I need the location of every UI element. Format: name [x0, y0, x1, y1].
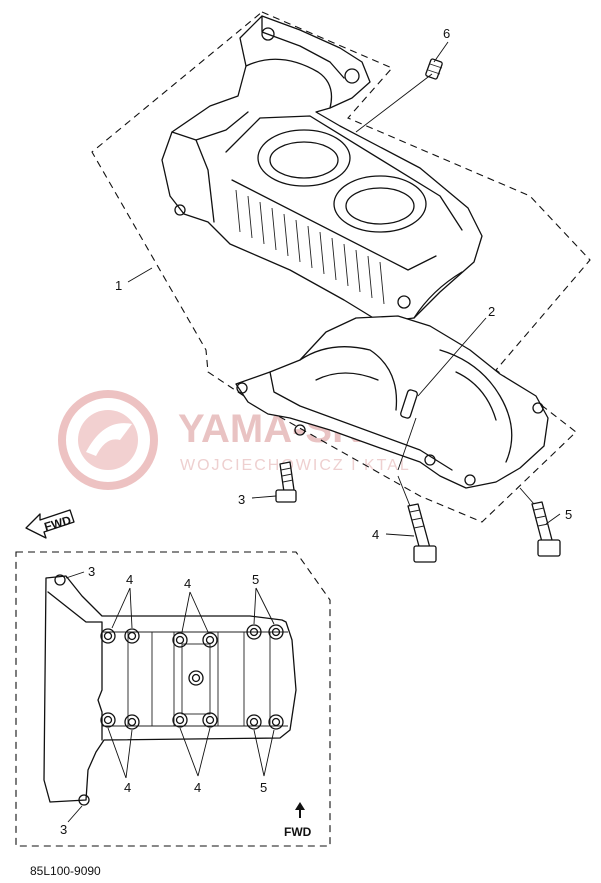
callout-5: 5: [565, 507, 572, 522]
plan-label-4-bottom-center: 4: [194, 780, 201, 795]
bolt-3: [275, 461, 297, 503]
dowel-pin: [400, 389, 418, 419]
cylinder-bore-1: [257, 129, 351, 187]
watermark-sub-text: WOJCIECHOWICZ I KTAL: [180, 457, 411, 474]
callout-6: 6: [443, 26, 450, 41]
diagram-code: 85L100-9090: [30, 864, 101, 878]
leader-lines: [127, 41, 561, 537]
fwd-arrow-badge: FWD: [25, 509, 75, 539]
bolt-4: [407, 503, 437, 563]
lower-crankcase: [235, 315, 549, 489]
plan-view-bolt-holes: [54, 574, 284, 806]
cylinder-bore-2: [333, 175, 427, 233]
bolt-5: [531, 501, 561, 557]
plan-label-5-bottom: 5: [260, 780, 267, 795]
fwd-badge-label: FWD: [43, 513, 73, 534]
plan-view-fwd-label: FWD: [284, 825, 312, 839]
callout-3: 3: [238, 492, 245, 507]
watermark-logo-icon: [58, 390, 158, 490]
callout-2: 2: [488, 304, 495, 319]
stud-bolt: [425, 58, 443, 80]
callout-4: 4: [372, 527, 379, 542]
plan-label-4-top-left: 4: [126, 572, 133, 587]
upper-crankcase: [161, 15, 483, 323]
plan-label-5-top: 5: [252, 572, 259, 587]
callout-1: 1: [115, 278, 122, 293]
plan-label-3-top: 3: [88, 564, 95, 579]
plan-view-fwd-arrow-icon: [295, 802, 305, 818]
plan-view-frame: [15, 551, 331, 847]
assembly-boundary: [91, 11, 591, 523]
plan-label-4-bottom-left: 4: [124, 780, 131, 795]
plan-label-4-top-center: 4: [184, 576, 191, 591]
plan-view-crankcase: [43, 571, 297, 823]
plan-label-3-bottom: 3: [60, 822, 67, 837]
